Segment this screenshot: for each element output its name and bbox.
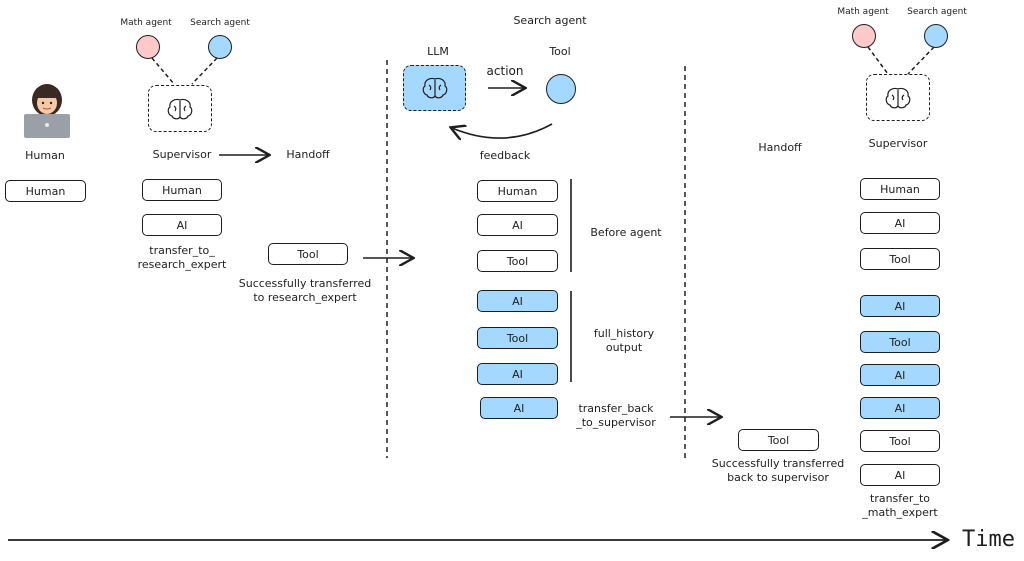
final-message-6: AI — [860, 364, 940, 386]
full-history-line2: output — [605, 341, 643, 354]
transfer-back-line2: _to_supervisor — [576, 416, 656, 429]
math-agent-label-right: Math agent — [837, 7, 889, 17]
supervisor-label: Supervisor — [152, 148, 212, 161]
final-message-9: AI — [860, 464, 940, 486]
search-agent-node — [208, 35, 232, 59]
final-message-7: AI — [860, 397, 940, 419]
feedback-label: feedback — [479, 149, 531, 162]
time-label: Time — [962, 527, 1015, 552]
action-label: action — [486, 64, 524, 78]
agent-message-3: Tool — [477, 250, 558, 272]
transfer-to-research-line2: research_expert — [137, 258, 227, 271]
transfer-to-research-line1: transfer_to_ — [149, 244, 215, 257]
agent-message-6: AI — [477, 363, 558, 385]
final-message-2: AI — [860, 212, 940, 234]
agent-message-7: AI — [480, 397, 558, 419]
message-ai: AI — [142, 214, 222, 236]
human-avatar — [22, 80, 72, 140]
brain-icon — [422, 77, 447, 99]
final-message-8: Tool — [860, 430, 940, 452]
search-agent-link-right — [907, 46, 935, 75]
search-agent-node-right — [924, 24, 948, 48]
agent-message-1: Human — [477, 180, 558, 202]
brain-icon — [885, 87, 911, 108]
message-tool: Tool — [268, 243, 348, 265]
transfer-to-math-line2: _math_expert — [862, 506, 938, 519]
search-agent-title: Search agent — [513, 14, 587, 27]
human-message-box: Human — [5, 180, 86, 202]
final-message-1: Human — [860, 178, 940, 200]
agent-message-2: AI — [477, 214, 558, 236]
brain-icon — [167, 98, 193, 119]
final-message-5: Tool — [860, 331, 940, 353]
success-back-line1: Successfully transferred — [711, 457, 845, 470]
handoff-label: Handoff — [286, 148, 330, 161]
full-history-line1: full_history — [593, 327, 655, 340]
math-agent-node-right — [852, 24, 876, 48]
supervisor-label-right: Supervisor — [868, 137, 928, 150]
llm-label: LLM — [427, 45, 449, 58]
success-back-line2: back to supervisor — [727, 471, 829, 484]
human-caption: Human — [25, 149, 65, 162]
math-agent-link-right — [867, 46, 889, 75]
final-message-3: Tool — [860, 248, 940, 270]
agent-message-5: Tool — [477, 327, 558, 349]
math-agent-node — [136, 35, 160, 59]
transfer-to-math-line1: transfer_to — [870, 492, 930, 505]
success-research-line2: to research_expert — [253, 291, 357, 304]
search-agent-link — [191, 57, 218, 85]
math-agent-link — [151, 57, 175, 85]
person-with-laptop-icon — [24, 84, 70, 138]
tool-node — [546, 74, 576, 104]
final-message-4: AI — [860, 295, 940, 317]
transfer-back-line1: transfer_back — [578, 402, 654, 415]
search-agent-label: Search agent — [190, 18, 250, 28]
success-research-line1: Successfully transferred — [238, 277, 372, 290]
agent-message-4: AI — [477, 290, 558, 312]
feedback-arrow — [452, 123, 553, 138]
math-agent-label: Math agent — [120, 18, 172, 28]
handoff-tool-box: Tool — [738, 429, 819, 451]
message-human: Human — [142, 179, 222, 201]
before-agent-label: Before agent — [590, 226, 662, 239]
llm-node — [403, 65, 466, 111]
supervisor-node-right — [866, 74, 930, 121]
tool-label: Tool — [549, 45, 571, 58]
supervisor-node — [148, 85, 212, 132]
handoff-back-label: Handoff — [758, 141, 802, 154]
search-agent-label-right: Search agent — [907, 7, 967, 17]
